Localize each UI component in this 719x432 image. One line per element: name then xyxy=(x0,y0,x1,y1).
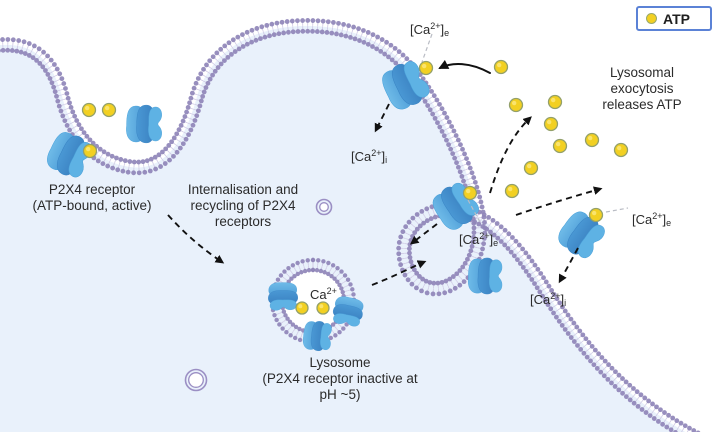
arrow-exocytosis-1 xyxy=(489,116,532,194)
ca-int-left: [Ca2+]i xyxy=(351,148,388,165)
arrow-ca-influx-mid xyxy=(409,223,438,245)
vesicle-group xyxy=(184,198,333,392)
internalisation-caption: Internalisation and recycling of P2X4 re… xyxy=(187,182,299,229)
atp-dot-icon xyxy=(646,13,657,24)
vesicle xyxy=(184,368,208,392)
p2x4-receptor-caption: P2X4 receptor (ATP-bound, active) xyxy=(32,182,152,213)
p2x4-receptor xyxy=(333,296,364,327)
lysosome-caption: Lysosome (P2X4 receptor inactive at pH ~… xyxy=(262,355,418,402)
p2x4-receptor xyxy=(126,104,162,144)
p2x4-receptor xyxy=(558,211,605,259)
atp-molecule xyxy=(493,59,509,75)
leader-ca-ext-right xyxy=(605,207,629,213)
leader-ca-ext-top xyxy=(421,33,433,63)
atp-molecule xyxy=(584,132,600,148)
arrow-ca-influx-top xyxy=(374,103,390,133)
arrow-atp-to-receptor-top xyxy=(438,59,491,74)
atp-molecule-group xyxy=(81,59,629,315)
atp-molecule xyxy=(523,160,539,176)
ca-ext-middle: [Ca2+]e xyxy=(459,231,499,248)
atp-molecule xyxy=(316,301,330,315)
p2x4-receptor xyxy=(268,282,298,311)
atp-molecule xyxy=(547,94,563,110)
atp-molecule xyxy=(295,301,309,315)
arrow-lysosome-to-membrane xyxy=(371,260,427,286)
atp-molecule xyxy=(101,102,117,118)
atp-molecule xyxy=(552,138,568,154)
atp-molecule xyxy=(418,60,434,76)
atp-molecule xyxy=(588,207,604,223)
arrow-group xyxy=(167,33,629,286)
ca-int-right: [Ca2+]i xyxy=(530,291,567,308)
atp-molecule xyxy=(82,143,98,159)
legend-label: ATP xyxy=(663,10,690,27)
p2x4-receptor xyxy=(467,257,503,295)
lysosome-lumen xyxy=(281,269,345,333)
atp-molecule xyxy=(508,97,524,113)
vesicle xyxy=(315,198,333,216)
p2x4-receptor xyxy=(382,61,430,110)
ca-lysosome: Ca2+ xyxy=(310,286,337,302)
atp-molecule xyxy=(81,102,97,118)
atp-molecule xyxy=(462,185,478,201)
arrow-internalisation xyxy=(167,214,225,264)
atp-legend: ATP xyxy=(636,6,712,31)
cytoplasm-region xyxy=(0,25,719,432)
arrow-exocytosis-2 xyxy=(515,186,603,216)
p2x4-receptor xyxy=(302,321,332,351)
atp-molecule xyxy=(613,142,629,158)
lipid-bilayer-group xyxy=(0,18,701,432)
atp-molecule xyxy=(504,183,520,199)
ca-ext-top: [Ca2+]e xyxy=(410,21,450,38)
lysosomal-exocytosis-caption: Lysosomal exocytosis releases ATP xyxy=(602,65,682,112)
atp-molecule xyxy=(543,116,559,132)
ca-ext-right: [Ca2+]e xyxy=(632,211,672,228)
